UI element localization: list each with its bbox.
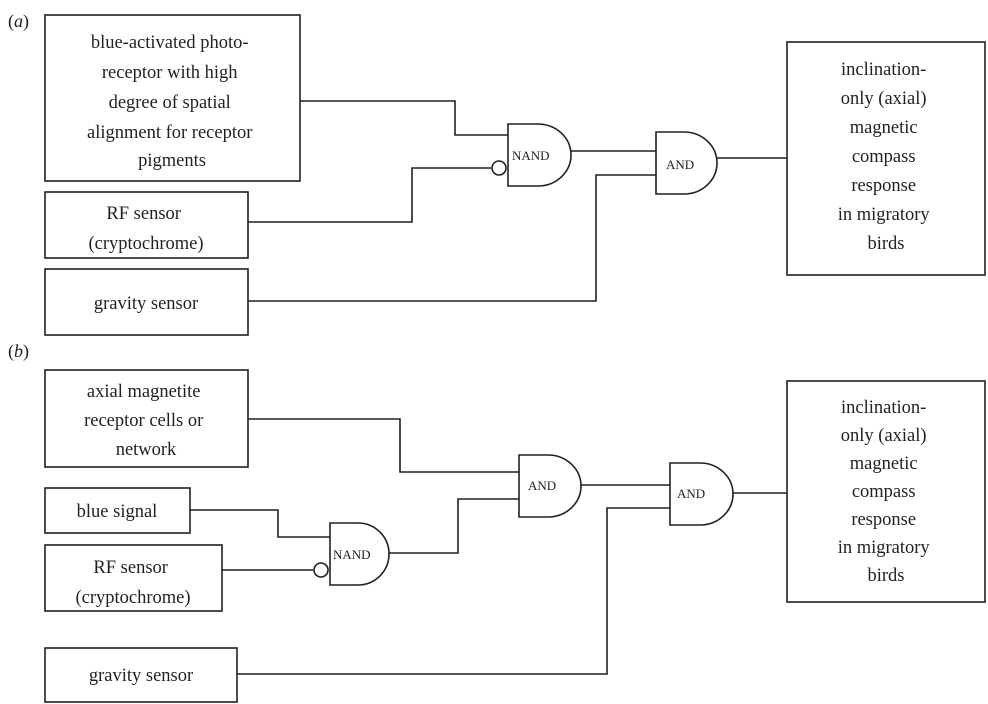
wire-gravity-to-and: [248, 174, 658, 302]
wire-nand-to-and1: [389, 498, 521, 554]
wire-blue-to-nand: [190, 509, 332, 538]
svg-text:AND: AND: [528, 478, 556, 493]
panel-a-label: (a): [8, 11, 29, 32]
and-gate-2: AND: [669, 462, 734, 526]
svg-text:blue signal: blue signal: [77, 502, 158, 522]
and-gate-1: AND: [518, 454, 582, 518]
svg-text:NAND: NAND: [512, 148, 550, 163]
panel-a: (a) blue-activated photo- receptor with …: [8, 11, 986, 336]
nand-gate-b: NAND: [313, 522, 390, 586]
rf-sensor-box-b: RF sensor (cryptochrome): [44, 544, 223, 612]
svg-text:RF sensor (cryptochrom: RF sensor (cryptochrome): [75, 558, 190, 608]
photoreceptor-box: blue-activated photo- receptor with high…: [44, 14, 301, 182]
nand-gate: NAND: [491, 123, 572, 187]
response-box: inclination- only (axial) magnetic compa…: [786, 41, 986, 276]
wire-photoreceptor-to-nand: [300, 100, 510, 136]
gravity-sensor-box-b: gravity sensor: [44, 647, 238, 703]
svg-text:axial magnetite recept: axial magnetite receptor cells or networ…: [84, 382, 208, 460]
panel-b: (b) axial magnetite receptor cells or ne…: [8, 341, 986, 703]
wire-gravity-to-and2: [237, 507, 672, 675]
and-gate: AND: [655, 131, 718, 195]
svg-text:NAND: NAND: [333, 547, 371, 562]
panel-b-wires: [190, 418, 787, 675]
svg-text:AND: AND: [677, 486, 705, 501]
magnetite-box: axial magnetite receptor cells or networ…: [44, 369, 249, 468]
wire-magnetite-to-and1: [248, 418, 521, 473]
gravity-sensor-box: gravity sensor: [44, 268, 249, 336]
svg-text:blue-activated photo-: blue-activated photo- receptor with high…: [87, 33, 257, 171]
panel-a-wires: [248, 100, 787, 302]
panel-b-label: (b): [8, 341, 29, 362]
rf-sensor-box: RF sensor (cryptochrome): [44, 191, 249, 259]
svg-text:gravity sensor: gravity sensor: [89, 666, 193, 686]
svg-text:gravity sensor: gravity sensor: [94, 294, 198, 314]
svg-text:AND: AND: [666, 157, 694, 172]
blue-signal-box: blue signal: [44, 487, 191, 534]
wire-rf-to-nand: [248, 167, 491, 223]
svg-text:RF sensor (cryptochrom: RF sensor (cryptochrome): [88, 204, 203, 254]
svg-text:inclination- only (axi: inclination- only (axial) magnetic compa…: [838, 398, 935, 586]
inversion-bubble-b: [313, 562, 329, 578]
response-box-b: inclination- only (axial) magnetic compa…: [786, 380, 986, 603]
svg-text:inclination- only (axi: inclination- only (axial) magnetic compa…: [838, 60, 935, 254]
inversion-bubble: [491, 160, 507, 176]
